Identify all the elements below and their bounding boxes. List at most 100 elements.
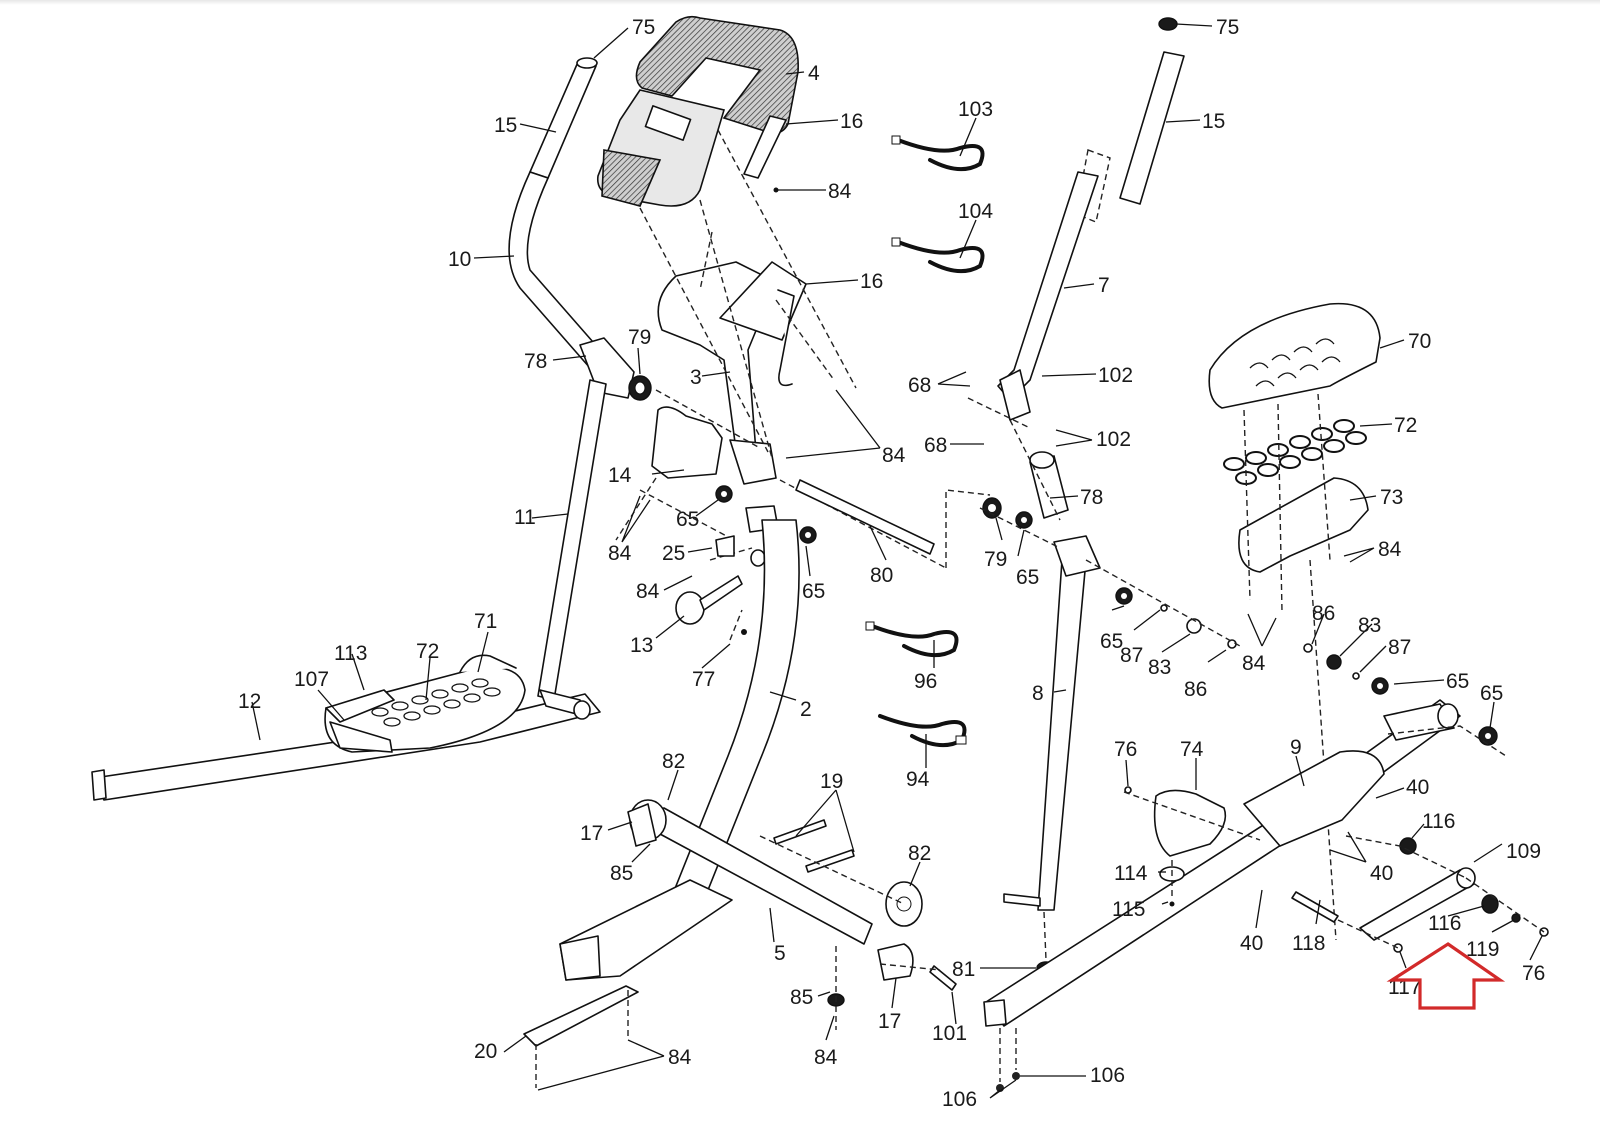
callout-106: 106 [942,1088,977,1111]
spacer-116-a [1399,837,1417,855]
pedal-pattern-70 [1249,338,1341,387]
assembly-dashed-lines-base [535,835,941,1088]
right-grip-15 [1119,51,1185,205]
wire-harness-104 [891,237,985,274]
callout-84: 84 [814,1046,838,1069]
callout-13: 13 [630,634,653,657]
callout-115: 115 [1112,898,1145,921]
callout-84: 84 [882,444,906,467]
callout-83: 83 [1358,614,1381,637]
bolt-86-b [1303,643,1313,653]
washer-83-b [1326,654,1342,670]
screw-84-console [773,187,779,193]
callout-81: 81 [952,958,975,981]
washer-83-a [1186,618,1202,634]
callout-20: 20 [474,1040,497,1063]
callout-79: 79 [628,326,651,349]
assembly-dashed-lines-pedal [1243,393,1337,941]
grip-cover-16-upper [743,115,787,179]
callout-86: 86 [1312,602,1335,625]
wheel-82-right [885,881,923,927]
callout-5: 5 [774,942,786,965]
console-speaker-grille [601,149,662,207]
pedal-pad-72-left [371,678,501,727]
callout-65: 65 [1446,670,1469,693]
bolt-86-a [1227,639,1237,649]
callout-84: 84 [1378,538,1402,561]
left-arm-pivot-end [539,689,591,720]
pedal-insert-113 [325,689,395,723]
nut-65-e [1371,677,1389,695]
screw-106-b [1012,1072,1020,1080]
washer-87-a [1160,604,1168,612]
base-frame-square-end [559,935,601,981]
callout-84: 84 [608,542,632,565]
nut-65-a [715,485,733,503]
pedal-bracket-107 [329,721,393,753]
bushing-79-right [982,497,1002,519]
callout-10: 10 [448,248,471,271]
pivot-arm-9 [1383,703,1455,741]
callout-85: 85 [610,862,633,885]
callout-76: 76 [1114,738,1137,761]
highlight-arrow-icon [1386,942,1506,1010]
screw-77 [741,629,747,635]
callout-40: 40 [1240,932,1263,955]
footrest-74 [1153,789,1227,857]
callout-19: 19 [820,770,843,793]
callout-84: 84 [828,180,852,203]
leveling-foot-20 [523,985,639,1047]
callout-40: 40 [1370,862,1393,885]
callout-8: 8 [1032,682,1044,705]
callout-74: 74 [1180,738,1204,761]
callout-102: 102 [1096,428,1131,451]
callout-70: 70 [1408,330,1431,353]
callout-3: 3 [690,366,702,389]
callout-101: 101 [932,1022,967,1045]
spacer-2 [750,549,766,567]
callout-65: 65 [676,508,699,531]
callout-4: 4 [808,62,820,85]
callout-65: 65 [802,580,825,603]
left-upper-arm-grip-15 [529,57,598,179]
callout-82: 82 [908,842,931,865]
callout-102: 102 [1098,364,1133,387]
callout-87: 87 [1388,636,1411,659]
callout-75: 75 [632,16,655,39]
screw-117 [1393,943,1403,953]
wire-harness-94 [878,714,967,748]
callout-94: 94 [906,768,930,791]
callout-65: 65 [1100,630,1123,653]
wire-harness-103 [891,135,985,172]
callout-78: 78 [1080,486,1103,509]
bracket-25 [715,535,735,557]
callout-116: 116 [1428,912,1461,935]
callout-103: 103 [958,98,993,121]
end-cap-17-left [627,803,657,847]
callout-71: 71 [474,610,497,633]
spacer-116-b [1481,894,1499,914]
console-display-window [644,105,692,141]
callout-25: 25 [662,542,685,565]
callout-113: 113 [334,642,367,665]
right-lower-arm-8 [1037,559,1087,911]
water-bottle-holder-14 [651,406,723,479]
pivot-hub-9 [1437,703,1459,729]
callout-9: 9 [1290,736,1302,759]
pedal-heel-cup-71 [459,654,517,673]
pedal-pad-72-right [1223,419,1367,485]
callout-79: 79 [984,548,1007,571]
callout-16: 16 [860,270,883,293]
axle-stub-8 [1003,893,1041,907]
callout-15: 15 [494,114,517,137]
callout-17: 17 [878,1010,901,1033]
callout-76: 76 [1522,962,1545,985]
callout-82: 82 [662,750,685,773]
leader-lines [251,23,1543,1099]
callout-78: 78 [524,350,547,373]
nut-65-b [799,526,817,544]
wire-harness-96 [865,621,959,658]
nut-65-c [1015,511,1033,529]
callout-117: 117 [1388,976,1421,999]
callout-87: 87 [1120,644,1143,667]
